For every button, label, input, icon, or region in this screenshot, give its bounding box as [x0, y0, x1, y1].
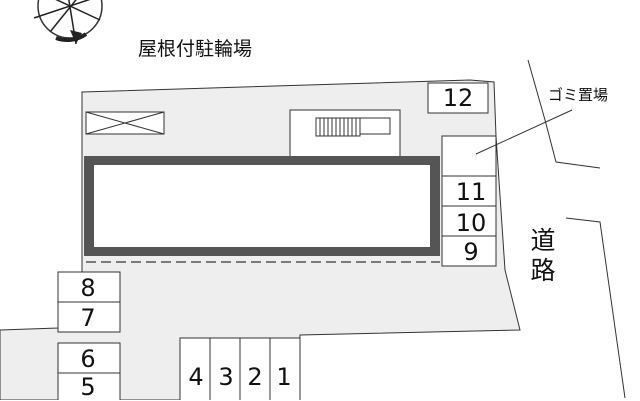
parking-stall-4: [179, 337, 211, 400]
parking-number-8: 8: [80, 274, 96, 302]
building-interior: [94, 165, 430, 247]
parking-number-12: 12: [442, 84, 474, 112]
parking-number-10: 10: [455, 209, 487, 237]
road-label: 道路: [530, 226, 556, 285]
entrance-step: [359, 117, 391, 135]
parking-number-2: 2: [247, 363, 263, 391]
parking-number-1: 1: [276, 363, 292, 391]
bike-shelter: [85, 111, 165, 135]
parking-number-5: 5: [80, 373, 96, 401]
parking-stall-12: [427, 82, 489, 114]
parking-number-3: 3: [218, 363, 234, 391]
trash-area-label: ゴミ置場: [548, 86, 609, 104]
road-edges: [527, 59, 626, 399]
parking-stall-2: [239, 337, 271, 400]
parking-stall-6: [57, 342, 121, 374]
parking-number-7: 7: [80, 304, 96, 332]
parking-stall-1: [269, 337, 301, 400]
trash-area-box: [441, 135, 497, 177]
stairs-icon: [315, 117, 361, 137]
compass-icon: [33, 0, 103, 45]
parking-number-4: 4: [188, 363, 204, 391]
parking-number-6: 6: [80, 345, 96, 373]
parking-stall-5: [57, 372, 121, 400]
parking-number-11: 11: [455, 178, 487, 206]
trash-leader-line: [475, 109, 573, 155]
parking-stall-7: [57, 301, 121, 333]
parking-stall-10: [441, 205, 497, 237]
parking-number-9: 9: [463, 238, 479, 266]
parking-stall-9: [441, 235, 497, 267]
parking-stall-8: [57, 271, 121, 303]
bike-shelter-label: 屋根付駐輪場: [138, 38, 253, 60]
